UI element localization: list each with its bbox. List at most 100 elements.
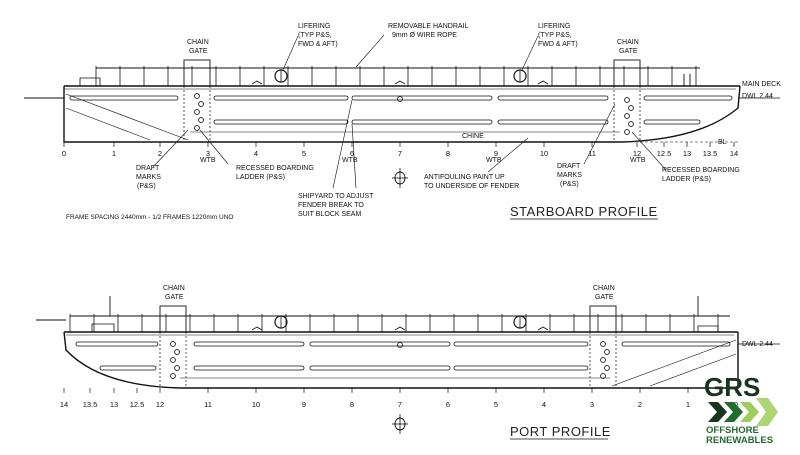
frame-ticks xyxy=(63,142,735,147)
deck-fitting-icon xyxy=(251,80,263,85)
fender-row-lower xyxy=(213,119,701,125)
frame-label: 12.5 xyxy=(657,149,672,158)
lifering-icon xyxy=(513,315,527,329)
wtb-label: WTB xyxy=(200,157,216,164)
fender-row-upper xyxy=(69,95,733,101)
draft-marks-left-line2: MARKS xyxy=(136,174,161,181)
port-profile-title: PORT PROFILE xyxy=(510,424,611,439)
frame-label: 13 xyxy=(683,149,691,158)
boarding-left-line1: RECESSED BOARDING xyxy=(236,165,314,172)
frame-label: 4 xyxy=(542,400,546,409)
bl-label: BL xyxy=(718,139,727,146)
handrail-stanchions xyxy=(69,314,719,332)
boarding-right-line2: LADDER (P&S) xyxy=(662,176,711,183)
bow-rake-line xyxy=(65,93,189,141)
deck-fitting-icon xyxy=(394,80,406,85)
stern-outline xyxy=(619,85,741,143)
dwl-label: DWL 2.44 xyxy=(742,93,773,100)
frame-label: 11 xyxy=(204,400,212,409)
frame-label: 13.5 xyxy=(83,400,98,409)
draft-marks-left-line1: DRAFT xyxy=(136,165,160,172)
boarding-ladder-right xyxy=(600,341,610,379)
deck-fitting-icon xyxy=(537,326,549,331)
stern-outline xyxy=(63,331,181,389)
logo-letters: GRS xyxy=(704,372,760,402)
mast-icon xyxy=(109,296,699,316)
lifering-icon xyxy=(274,315,288,329)
frame-label: 6 xyxy=(446,400,450,409)
grs-logo: GRS OFFSHORE RENEWABLES xyxy=(704,372,778,446)
frame-label: 14 xyxy=(60,400,68,409)
chain-gate-left xyxy=(183,59,211,87)
frame-ticks xyxy=(63,388,737,393)
lifering-icon xyxy=(274,69,288,83)
frame-label: 7 xyxy=(398,149,402,158)
chain-gate-left-line1: CHAIN xyxy=(187,39,209,46)
mast-icon xyxy=(683,74,691,86)
shipyard-line3: SUIT BLOCK SEAM xyxy=(298,211,361,218)
chain-gate-right xyxy=(589,305,617,333)
frame-label: 0 xyxy=(62,149,66,158)
frame-label: 4 xyxy=(254,149,258,158)
frame-label: 12 xyxy=(156,400,164,409)
antifouling-line1: ANTIFOULING PAINT UP xyxy=(424,174,505,181)
frame-label: 5 xyxy=(302,149,306,158)
draft-marks-right-line1: DRAFT xyxy=(557,163,581,170)
chain-gate-left-line1: CHAIN xyxy=(163,285,185,292)
deck-fitting-icon xyxy=(537,80,549,85)
frame-label: 1 xyxy=(112,149,116,158)
bow-outline xyxy=(610,332,739,389)
lifering-right-line1: LIFERING xyxy=(538,23,570,30)
chine-label: CHINE xyxy=(462,133,484,140)
lifering-right-line2: (TYP P&S, xyxy=(538,32,572,39)
fender-row-lower xyxy=(99,365,589,371)
midship-mark-icon xyxy=(397,96,403,102)
logo-chevrons-icon xyxy=(708,398,778,426)
draft-marks-right-line3: (P&S) xyxy=(560,181,579,188)
boarding-right-line1: RECESSED BOARDING xyxy=(662,167,740,174)
bollard-icon xyxy=(697,325,719,333)
wtb-label: WTB xyxy=(486,157,502,164)
frame-label: 7 xyxy=(398,400,402,409)
frame-label: 11 xyxy=(588,149,596,158)
frame-label: 8 xyxy=(446,149,450,158)
bow-rake-line-2 xyxy=(65,107,151,141)
shipyard-line1: SHIPYARD TO ADJUST xyxy=(298,193,374,200)
deck-fitting-icon xyxy=(251,326,263,331)
chain-gate-left-line2: GATE xyxy=(189,48,208,55)
frame-label: 12.5 xyxy=(130,400,145,409)
boarding-ladder-left xyxy=(170,341,180,379)
chain-gate-right-line1: CHAIN xyxy=(617,39,639,46)
frame-label: 12 xyxy=(633,149,641,158)
dwl-label: DWL 2.44 xyxy=(742,341,773,348)
fender-row-upper xyxy=(75,341,731,347)
midship-mark-icon xyxy=(397,342,403,348)
frame-label: 14 xyxy=(730,149,738,158)
chain-gate-left-line2: GATE xyxy=(165,294,184,301)
frame-spacing-note: FRAME SPACING 2440mm - 1/2 FRAMES 1220mm… xyxy=(66,214,233,221)
chain-gate-right-line2: GATE xyxy=(595,294,614,301)
main-deck-label: MAIN DECK xyxy=(742,81,781,88)
lifering-left-line1: LIFERING xyxy=(298,23,330,30)
frame-label: 3 xyxy=(590,400,594,409)
lifering-left-line3: FWD & AFT) xyxy=(298,41,338,48)
boarding-ladder-left xyxy=(194,93,204,131)
frame-label: 2 xyxy=(638,400,642,409)
shipyard-line2: FENDER BREAK TO xyxy=(298,202,364,209)
draft-marks-right-line2: MARKS xyxy=(557,172,582,179)
frame-label: 5 xyxy=(494,400,498,409)
lifering-icon xyxy=(513,69,527,83)
wtb-label: WTB xyxy=(630,157,646,164)
frame-label: 13.5 xyxy=(703,149,718,158)
leader-lines xyxy=(152,34,667,189)
antifouling-line2: TO UNDERSIDE OF FENDER xyxy=(424,183,519,190)
bollard-icon xyxy=(91,323,115,333)
chain-gate-right-line1: CHAIN xyxy=(593,285,615,292)
wtb-label: WTB xyxy=(342,157,358,164)
bow-rake-line-2 xyxy=(649,353,737,387)
